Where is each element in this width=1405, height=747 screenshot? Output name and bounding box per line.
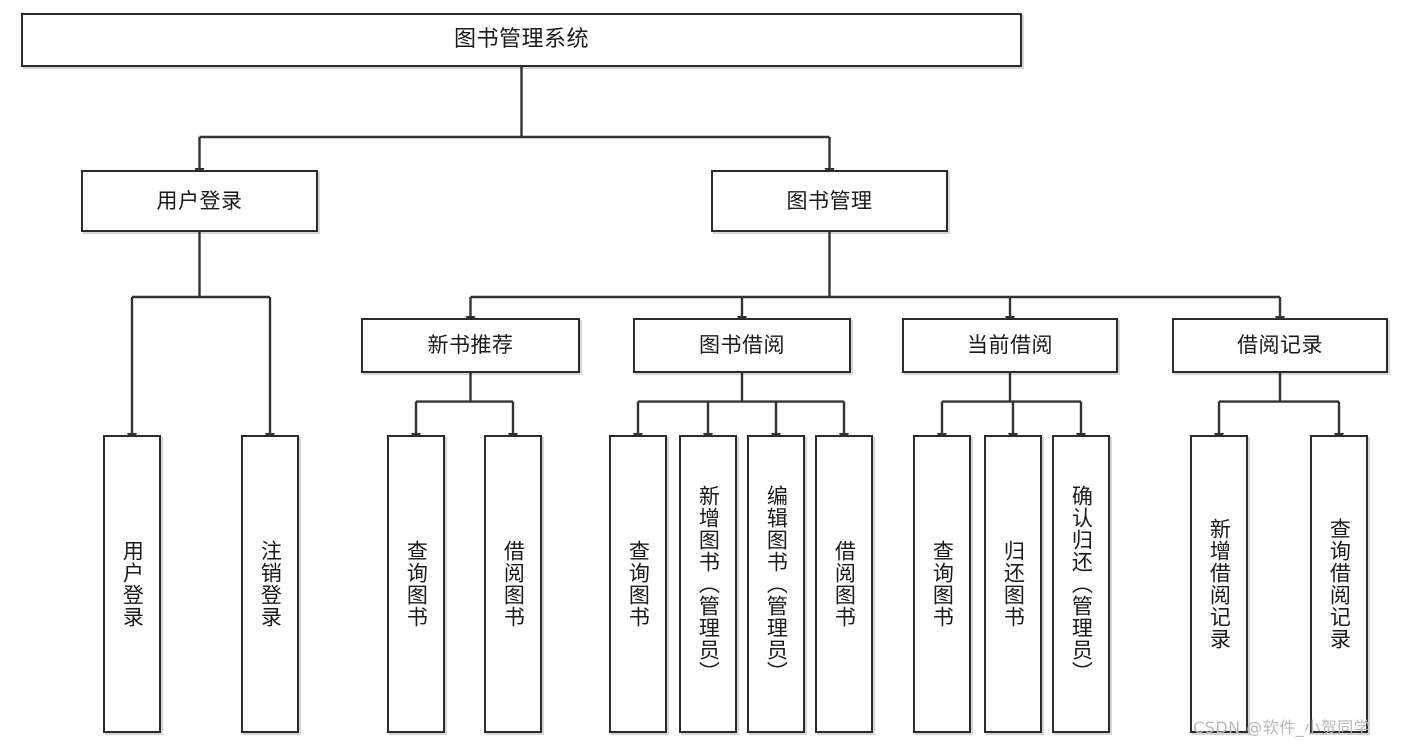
node-leaf-borrow-book-1[interactable]: 借阅图书 bbox=[484, 435, 542, 733]
node-leaf-query-record[interactable]: 查询借阅记录 bbox=[1310, 435, 1368, 733]
node-leaf-query-book-1-label: 查询图书 bbox=[404, 540, 429, 628]
node-leaf-edit-book-label: 编辑图书（管理员） bbox=[764, 485, 789, 683]
node-leaf-return-book-label: 归还图书 bbox=[1001, 540, 1026, 628]
node-user-login-label: 用户登录 bbox=[156, 188, 243, 213]
node-current-borrow[interactable]: 当前借阅 bbox=[902, 318, 1118, 373]
node-leaf-add-book[interactable]: 新增图书（管理员） bbox=[679, 435, 737, 733]
node-leaf-borrow-book-2[interactable]: 借阅图书 bbox=[815, 435, 873, 733]
node-book-borrow[interactable]: 图书借阅 bbox=[633, 318, 851, 373]
node-book-management-label: 图书管理 bbox=[786, 188, 873, 213]
node-book-management[interactable]: 图书管理 bbox=[711, 170, 948, 232]
node-leaf-edit-book[interactable]: 编辑图书（管理员） bbox=[747, 435, 805, 733]
node-leaf-borrow-book-1-label: 借阅图书 bbox=[501, 540, 526, 628]
node-leaf-query-book-2[interactable]: 查询图书 bbox=[609, 435, 667, 733]
node-leaf-confirm-return[interactable]: 确认归还（管理员） bbox=[1052, 435, 1110, 733]
node-current-borrow-label: 当前借阅 bbox=[967, 333, 1053, 358]
node-new-book-recommend[interactable]: 新书推荐 bbox=[361, 318, 580, 373]
node-leaf-logout[interactable]: 注销登录 bbox=[241, 435, 299, 733]
node-leaf-query-record-label: 查询借阅记录 bbox=[1327, 518, 1352, 650]
node-book-borrow-label: 图书借阅 bbox=[699, 333, 785, 358]
node-leaf-logout-label: 注销登录 bbox=[258, 540, 283, 628]
node-new-book-recommend-label: 新书推荐 bbox=[427, 333, 514, 358]
node-leaf-user-login-label: 用户登录 bbox=[120, 540, 145, 628]
node-leaf-borrow-book-2-label: 借阅图书 bbox=[832, 540, 857, 628]
node-leaf-query-book-3[interactable]: 查询图书 bbox=[913, 435, 971, 733]
csdn-watermark: CSDN @软件_小贺同学 bbox=[1193, 718, 1371, 737]
connector-group bbox=[132, 67, 1339, 434]
node-root[interactable]: 图书管理系统 bbox=[21, 13, 1022, 67]
node-leaf-user-login[interactable]: 用户登录 bbox=[103, 435, 161, 733]
node-leaf-query-book-2-label: 查询图书 bbox=[626, 540, 651, 628]
node-leaf-confirm-return-label: 确认归还（管理员） bbox=[1069, 485, 1094, 683]
node-root-label: 图书管理系统 bbox=[453, 27, 589, 53]
node-borrow-record-label: 借阅记录 bbox=[1237, 333, 1323, 358]
node-leaf-add-record[interactable]: 新增借阅记录 bbox=[1190, 435, 1248, 733]
node-leaf-add-record-label: 新增借阅记录 bbox=[1207, 518, 1232, 650]
node-leaf-return-book[interactable]: 归还图书 bbox=[984, 435, 1042, 733]
node-borrow-record[interactable]: 借阅记录 bbox=[1172, 318, 1388, 373]
node-leaf-query-book-3-label: 查询图书 bbox=[930, 540, 955, 628]
node-leaf-add-book-label: 新增图书（管理员） bbox=[696, 485, 721, 683]
node-user-login[interactable]: 用户登录 bbox=[81, 170, 318, 232]
node-leaf-query-book-1[interactable]: 查询图书 bbox=[387, 435, 445, 733]
